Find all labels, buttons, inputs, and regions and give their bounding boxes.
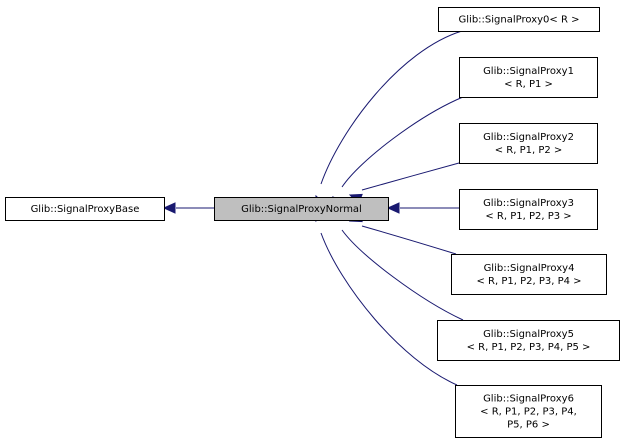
arrowhead-icon [386, 202, 400, 214]
node-label: Glib::SignalProxy0< R > [459, 15, 580, 26]
class-node-p5[interactable]: Glib::SignalProxy5< R, P1, P2, P3, P4, P… [437, 320, 620, 361]
edge-line [341, 229, 464, 321]
class-node-base[interactable]: Glib::SignalProxyBase [5, 197, 165, 221]
node-box[interactable] [214, 197, 389, 221]
arrowhead-icon [162, 202, 176, 214]
edge-line [361, 225, 457, 255]
node-label: Glib::SignalProxyNormal [241, 204, 362, 215]
class-node-p4[interactable]: Glib::SignalProxy4< R, P1, P2, P3, P4 > [451, 254, 607, 295]
node-label: Glib::SignalProxy1 [483, 66, 574, 77]
edge-p1-to-normal [332, 96, 464, 210]
node-template-params: < R, P1, P2, P3 > [485, 211, 571, 222]
edge-p0-to-normal [315, 30, 463, 209]
node-box[interactable] [438, 7, 600, 32]
node-box[interactable] [437, 320, 620, 361]
class-node-p6[interactable]: Glib::SignalProxy6< R, P1, P2, P3, P4,P5… [455, 385, 602, 438]
edge-line [341, 96, 464, 188]
node-label: Glib::SignalProxy3 [483, 198, 574, 209]
edge-p6-to-normal [315, 208, 458, 386]
node-template-params: P5, P6 > [507, 420, 550, 431]
node-label: Glib::SignalProxy2 [483, 132, 574, 143]
class-node-normal[interactable]: Glib::SignalProxyNormal [214, 197, 389, 221]
node-template-params: < R, P1, P2, P3, P4 > [476, 276, 581, 287]
node-label: Glib::SignalProxy4 [484, 263, 575, 274]
nodes-layer: Glib::SignalProxyBase Glib::SignalProxyNo… [5, 7, 620, 438]
node-box[interactable] [459, 57, 598, 98]
class-node-p3[interactable]: Glib::SignalProxy3< R, P1, P2, P3 > [459, 189, 598, 230]
edge-line [320, 232, 458, 386]
edge-line [361, 162, 460, 191]
node-box[interactable] [455, 385, 602, 438]
node-template-params: < R, P1 > [504, 79, 553, 90]
class-node-p2[interactable]: Glib::SignalProxy2< R, P1, P2 > [459, 123, 598, 164]
node-box[interactable] [459, 123, 598, 164]
node-label: Glib::SignalProxy5 [483, 329, 574, 340]
node-template-params: < R, P1, P2 > [495, 145, 563, 156]
node-label: Glib::SignalProxyBase [31, 204, 140, 215]
node-box[interactable] [5, 197, 165, 221]
node-box[interactable] [451, 254, 607, 295]
node-box[interactable] [459, 189, 598, 230]
class-node-p0[interactable]: Glib::SignalProxy0< R > [438, 7, 600, 32]
node-template-params: < R, P1, P2, P3, P4, [480, 407, 577, 418]
edge-p5-to-normal [332, 207, 464, 321]
node-template-params: < R, P1, P2, P3, P4, P5 > [467, 342, 591, 353]
class-node-p1[interactable]: Glib::SignalProxy1< R, P1 > [459, 57, 598, 98]
edge-normal-to-base [162, 202, 214, 214]
edge-line [320, 30, 463, 185]
edge-p3-to-normal [386, 202, 459, 214]
node-label: Glib::SignalProxy6 [483, 394, 574, 405]
